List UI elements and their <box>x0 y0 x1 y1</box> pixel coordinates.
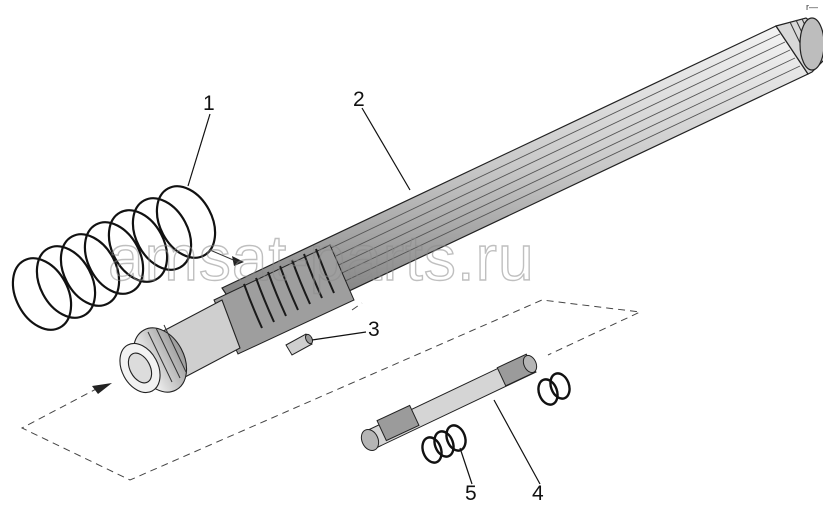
threaded-collar <box>213 244 355 355</box>
leader-lines <box>187 107 541 485</box>
callout-1: 1 <box>203 92 215 115</box>
o-rings <box>421 372 571 464</box>
coil-spring <box>11 185 217 331</box>
corner-mark: r— <box>806 2 818 12</box>
assembly-arrow <box>92 249 244 394</box>
callout-5: 5 <box>465 482 477 505</box>
watermark-text: amsat-parts.ru <box>108 222 535 294</box>
pushrod <box>360 353 538 452</box>
callout-3: 3 <box>368 318 380 341</box>
assembly-guide-lines <box>20 299 642 481</box>
callout-4: 4 <box>532 482 544 505</box>
spline-hub <box>119 299 241 394</box>
pin <box>285 333 314 356</box>
callout-2: 2 <box>353 88 365 111</box>
